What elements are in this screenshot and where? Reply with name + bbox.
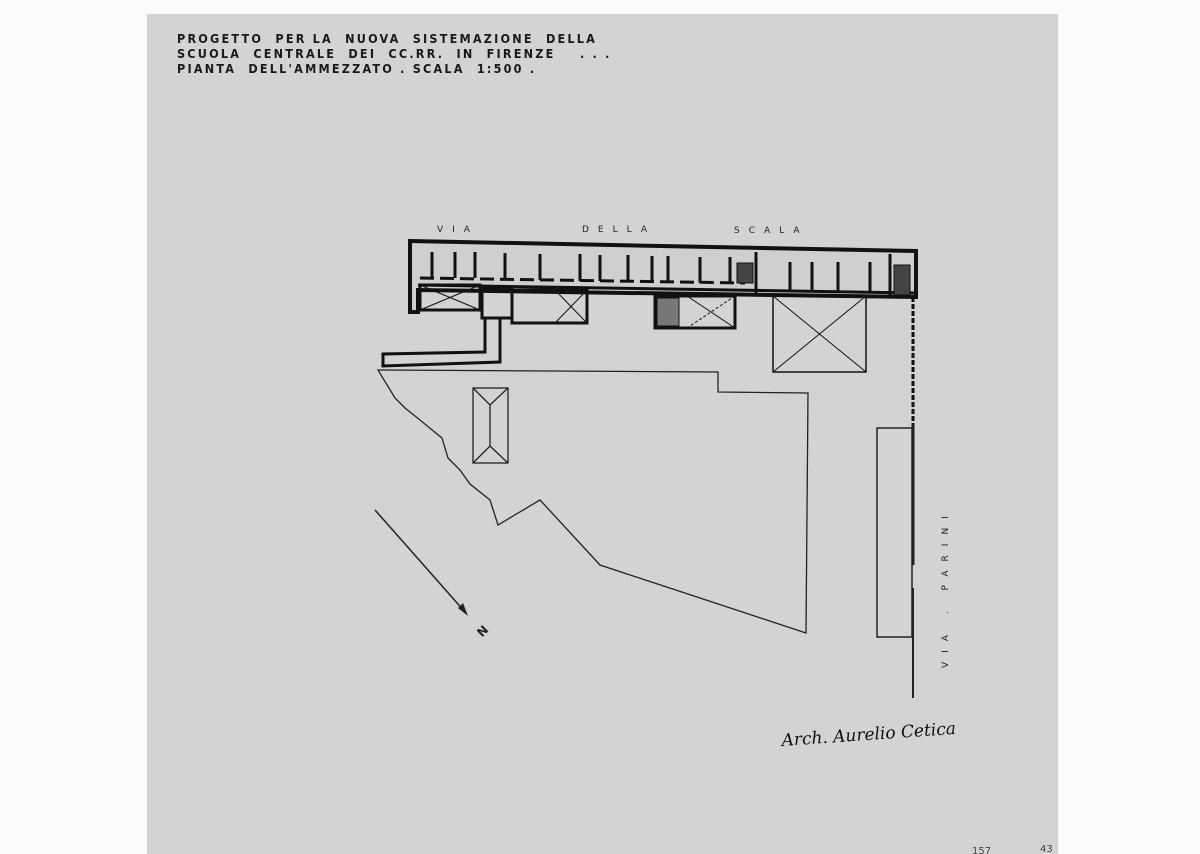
courtyard-right [772, 295, 867, 373]
street-label-scala: SCALA [734, 226, 809, 236]
architect-signature: Arch. Aurelio Cetica [779, 719, 957, 751]
staircase [736, 262, 911, 296]
via-parini-frontage [876, 425, 915, 698]
drawing-title: PROGETTO PER LA NUOVA SISTEMAZIONE DELLA… [177, 31, 612, 76]
drawing-sheet [147, 14, 1058, 854]
street-label-della: DELLA [582, 225, 656, 235]
title-line-1: PROGETTO PER LA NUOVA SISTEMAZIONE DELLA [177, 31, 598, 46]
street-label-via-parini: VIA . PARINI [941, 507, 951, 668]
hip-roof-building [472, 387, 509, 464]
title-line-2: SCUOLA CENTRALE DEI CC.RR. IN FIRENZE . … [177, 46, 612, 61]
street-label-via: VIA [437, 225, 479, 235]
building-main-wing [381, 238, 918, 425]
north-arrow: N [374, 509, 491, 640]
title-line-3: PIANTA DELL'AMMEZZATO . SCALA 1:500 . [177, 61, 537, 76]
courtyard-main [376, 369, 809, 634]
archive-number-2: 43 [1040, 844, 1053, 854]
archive-number-1: 157 [972, 846, 991, 854]
north-label: N [474, 623, 491, 640]
